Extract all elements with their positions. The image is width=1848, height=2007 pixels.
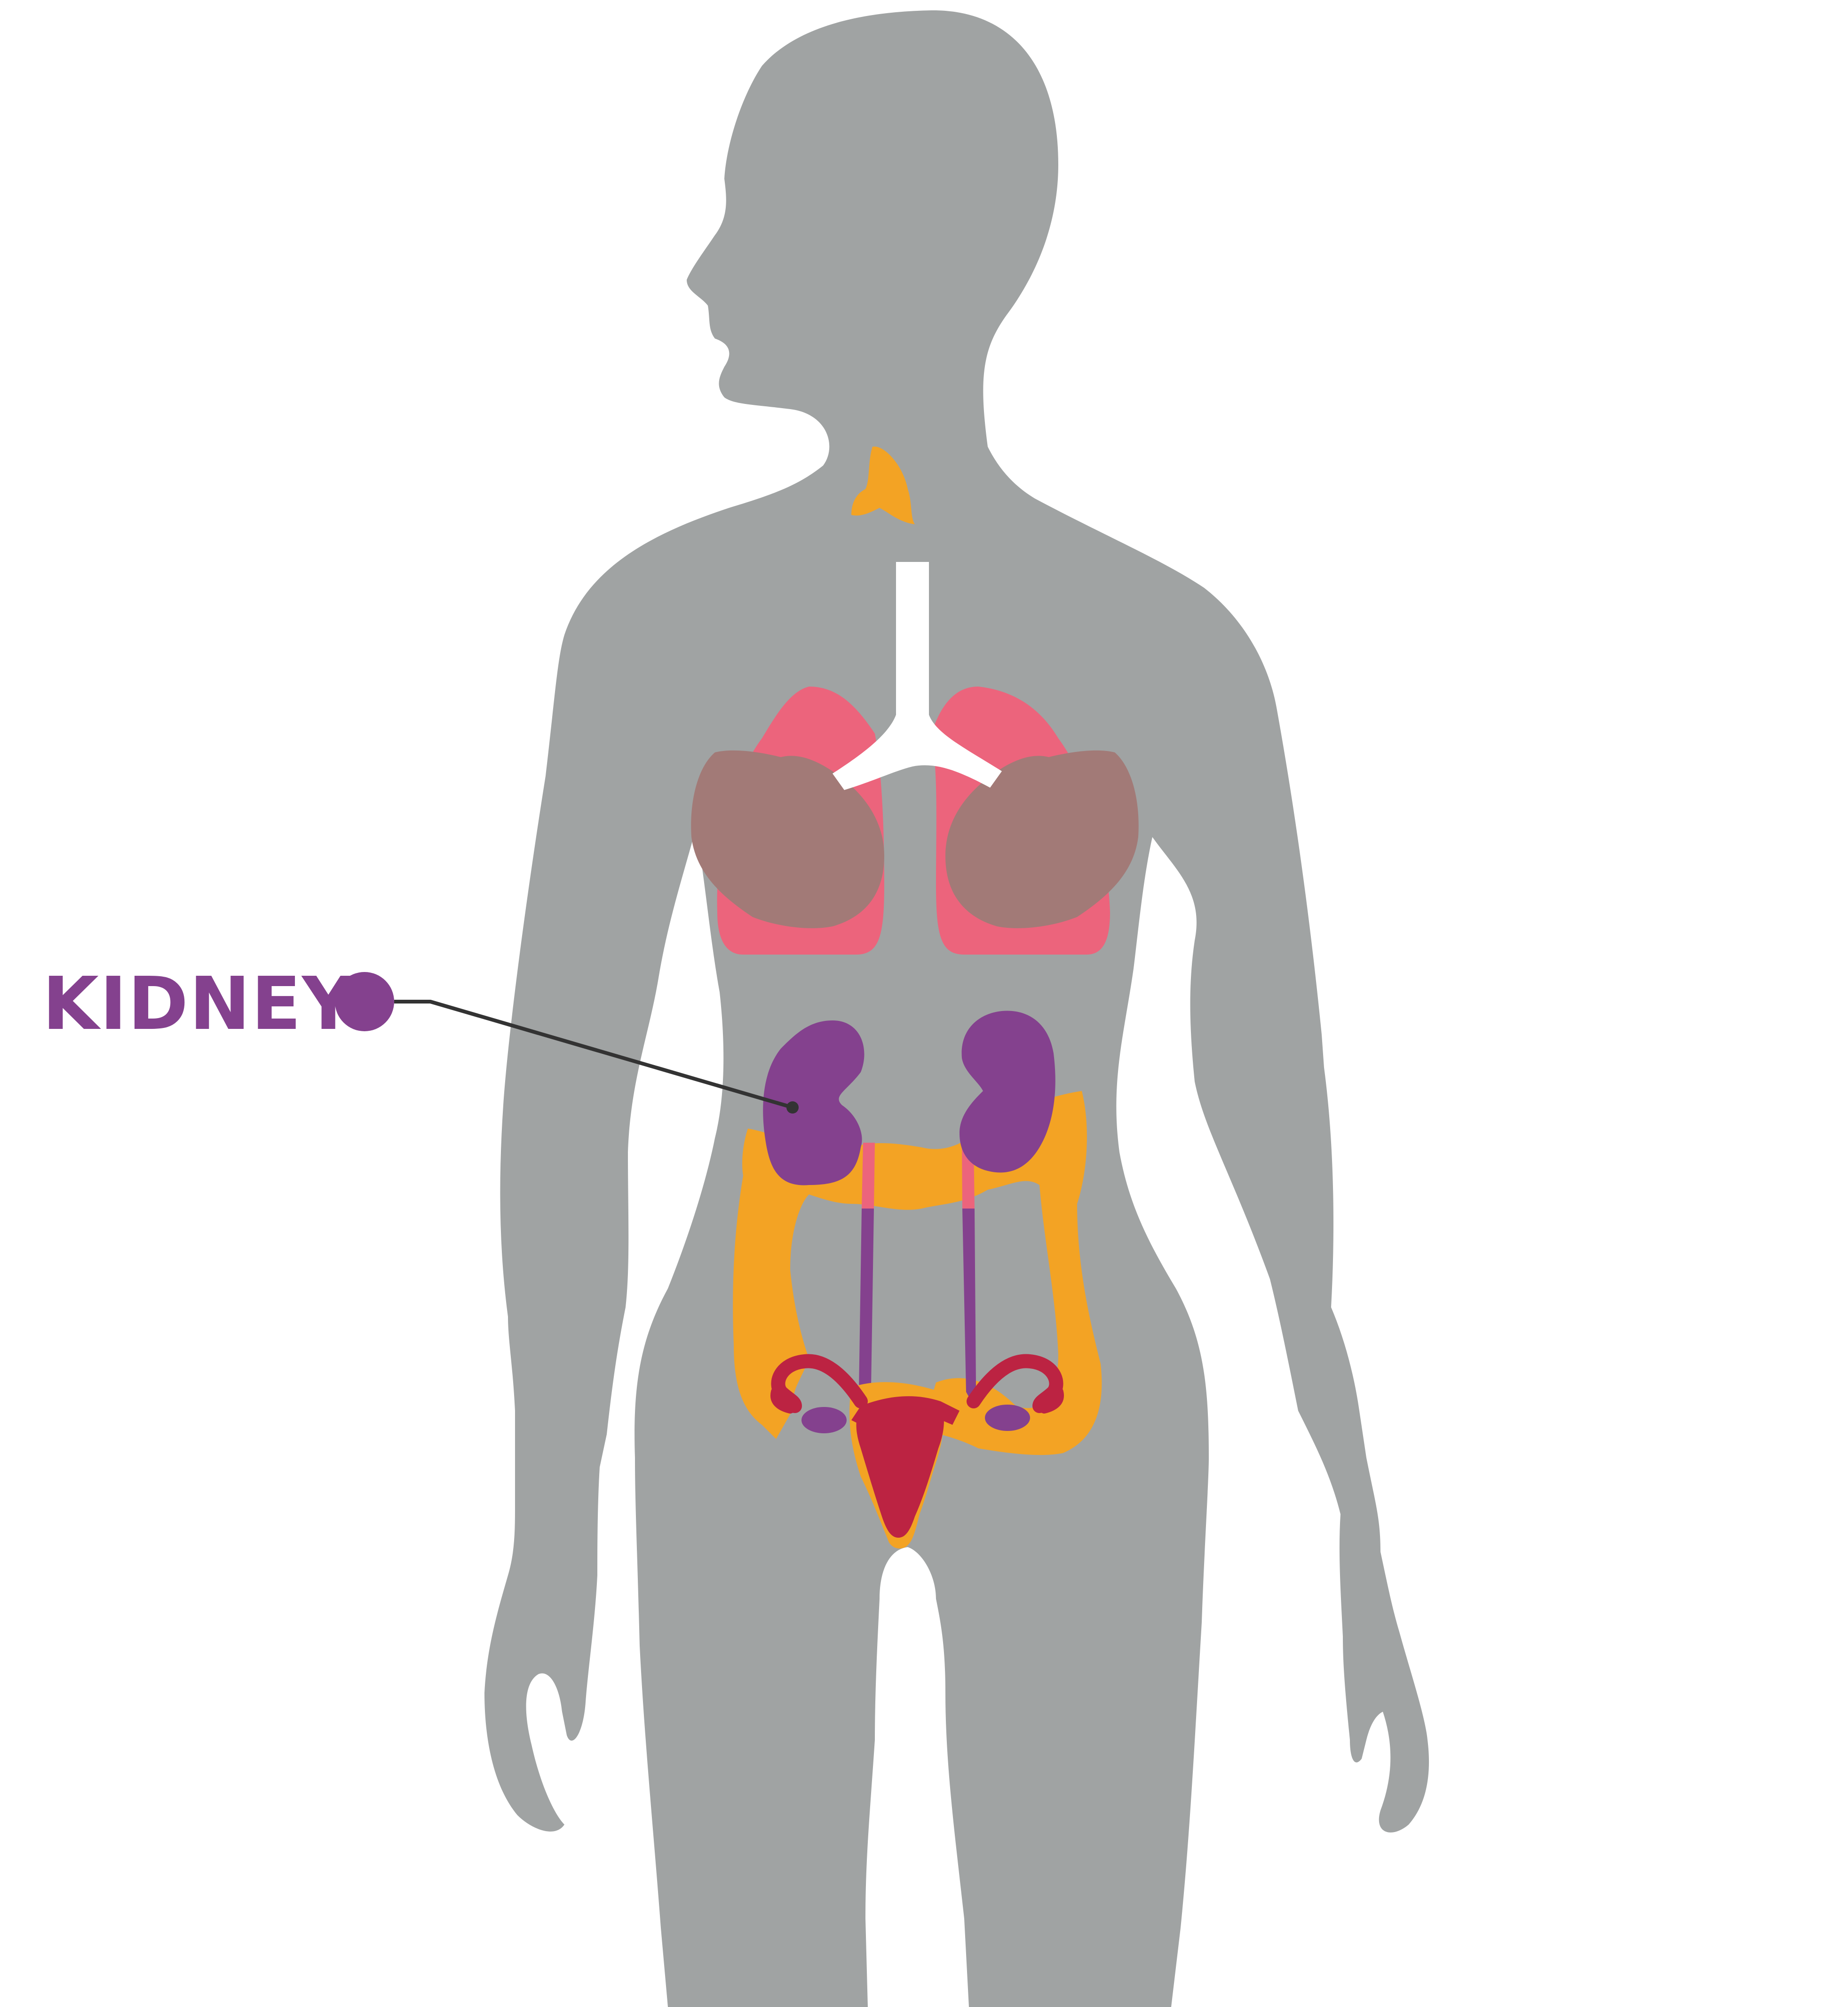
callout-dot xyxy=(335,972,394,1031)
right-ureter xyxy=(962,1209,976,1401)
uterus-left-wing xyxy=(851,1406,880,1430)
left-fallopian-tube xyxy=(771,1354,868,1413)
left-ovary xyxy=(801,1407,847,1433)
uterus xyxy=(856,1396,944,1538)
callout-label: KIDNEY xyxy=(42,961,356,1046)
right-fallopian-tube xyxy=(967,1354,1063,1413)
right-kidney xyxy=(960,1011,1055,1173)
uterus-right-wing xyxy=(936,1401,960,1425)
right-fallopian-curl xyxy=(1039,1387,1064,1414)
left-fallopian-curl xyxy=(770,1387,795,1414)
right-liver-overlay xyxy=(945,750,1139,928)
left-kidney xyxy=(763,1020,865,1185)
left-liver-overlay xyxy=(691,750,884,928)
thyroid xyxy=(851,446,915,524)
left-ureter-upper xyxy=(862,1143,875,1209)
body-silhouette xyxy=(484,10,1429,2007)
left-ureter xyxy=(859,1209,874,1401)
callout-leader-line xyxy=(394,1000,793,1109)
callout-target-point xyxy=(786,1101,799,1114)
trachea xyxy=(833,562,1002,790)
right-ovary xyxy=(985,1405,1030,1431)
